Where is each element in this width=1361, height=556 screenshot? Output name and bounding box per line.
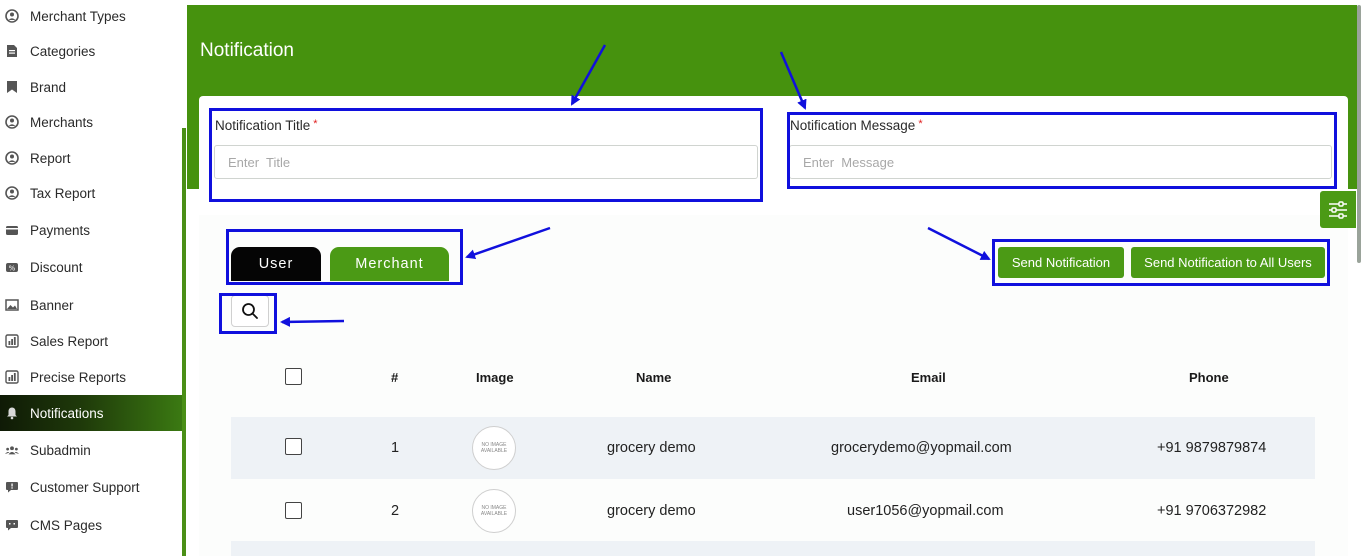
- sidebar-item-label: Brand: [30, 79, 67, 95]
- notification-message-label: Notification Message*: [790, 118, 923, 133]
- sidebar-item-banner[interactable]: Banner: [0, 287, 183, 323]
- sidebar-item-label: Merchant Types: [30, 8, 126, 24]
- chat-icon: [5, 480, 19, 494]
- sidebar-item-sales-report[interactable]: Sales Report: [0, 323, 183, 359]
- sidebar-item-notifications[interactable]: Notifications: [0, 395, 183, 431]
- sidebar-item-label: Tax Report: [30, 185, 96, 201]
- sidebar-item-label: Sales Report: [30, 333, 109, 349]
- row-phone: +91 9706372982: [1157, 503, 1267, 519]
- filter-settings-button[interactable]: [1320, 191, 1356, 228]
- row-email: user1056@yopmail.com: [847, 503, 1004, 519]
- send-notification-button[interactable]: Send Notification: [998, 247, 1124, 278]
- sidebar-item-label: Payments: [30, 222, 91, 238]
- page-scrollbar[interactable]: [1357, 5, 1361, 263]
- users-icon: [5, 443, 19, 457]
- sidebar-scrollbar[interactable]: [182, 128, 186, 556]
- sidebar-item-label: Subadmin: [30, 442, 91, 458]
- row-name: grocery demo: [607, 503, 696, 519]
- select-all-checkbox[interactable]: [285, 368, 302, 385]
- row-number: 1: [391, 440, 400, 456]
- annotation-box-search: [219, 293, 277, 334]
- tab-user[interactable]: User: [231, 247, 321, 281]
- sidebar-item-discount[interactable]: % Discount: [0, 249, 183, 285]
- row-number: 2: [391, 503, 400, 519]
- sidebar-item-merchant-types[interactable]: Merchant Types: [0, 0, 183, 34]
- column-header-name: Name: [636, 370, 672, 385]
- row-phone: +91 9879879874: [1157, 440, 1267, 456]
- required-mark: *: [313, 118, 318, 130]
- chart-icon: [5, 370, 19, 384]
- search-icon: [242, 303, 258, 319]
- column-header-email: Email: [911, 370, 946, 385]
- sidebar-item-label: Customer Support: [30, 479, 140, 495]
- sidebar-item-report[interactable]: Report: [0, 140, 183, 176]
- user-circle-icon: [5, 9, 19, 23]
- annotation-box-tabs: [226, 229, 463, 285]
- chat-icon: [5, 518, 19, 532]
- row-checkbox[interactable]: [285, 438, 302, 455]
- sidebar-item-label: Precise Reports: [30, 369, 127, 385]
- tab-merchant[interactable]: Merchant: [330, 247, 449, 281]
- sidebar-item-precise-reports[interactable]: Precise Reports: [0, 359, 183, 395]
- row-email: grocerydemo@yopmail.com: [831, 440, 1012, 456]
- bell-icon: [5, 406, 19, 420]
- sidebar-item-tax-report[interactable]: Tax Report: [0, 175, 183, 211]
- sidebar-item-label: Banner: [30, 297, 74, 313]
- card-icon: [5, 223, 19, 237]
- sidebar-item-payments[interactable]: Payments: [0, 212, 183, 248]
- column-header-image: Image: [476, 370, 514, 385]
- table-row: [231, 541, 1315, 556]
- row-checkbox[interactable]: [285, 502, 302, 519]
- annotation-box-title: [209, 108, 763, 202]
- user-circle-icon: [5, 186, 19, 200]
- image-icon: [5, 298, 19, 312]
- document-icon: [5, 44, 19, 58]
- discount-icon: %: [5, 260, 19, 274]
- column-header-phone: Phone: [1189, 370, 1229, 385]
- user-circle-icon: [5, 115, 19, 129]
- sliders-icon: [1329, 200, 1347, 219]
- sidebar-item-label: Merchants: [30, 114, 94, 130]
- sidebar-item-label: Discount: [30, 259, 83, 275]
- annotation-box-message: [787, 112, 1337, 189]
- user-circle-icon: [5, 151, 19, 165]
- svg-text:%: %: [9, 265, 16, 273]
- notification-message-input[interactable]: [789, 145, 1332, 179]
- chart-icon: [5, 334, 19, 348]
- bookmark-icon: [5, 80, 19, 94]
- no-image-placeholder: NO IMAGE AVAILABLE: [472, 426, 516, 470]
- send-notification-all-users-button[interactable]: Send Notification to All Users: [1131, 247, 1325, 278]
- notification-title-label: Notification Title*: [215, 118, 318, 133]
- row-name: grocery demo: [607, 440, 696, 456]
- sidebar-item-label: Notifications: [30, 405, 104, 421]
- sidebar-item-merchants[interactable]: Merchants: [0, 104, 183, 140]
- page-title: Notification: [200, 40, 294, 61]
- no-image-placeholder: NO IMAGE AVAILABLE: [472, 489, 516, 533]
- sidebar-item-brand[interactable]: Brand: [0, 69, 183, 105]
- column-header-number: #: [391, 370, 399, 385]
- required-mark: *: [918, 118, 923, 130]
- sidebar-item-cms-pages[interactable]: CMS Pages: [0, 507, 183, 543]
- notification-title-input[interactable]: [214, 145, 758, 179]
- sidebar-item-subadmin[interactable]: Subadmin: [0, 432, 183, 468]
- sidebar-item-categories[interactable]: Categories: [0, 33, 183, 69]
- annotation-box-actions: [992, 239, 1330, 286]
- sidebar-item-label: Report: [30, 150, 71, 166]
- sidebar-item-label: Categories: [30, 43, 96, 59]
- sidebar-item-label: CMS Pages: [30, 517, 103, 533]
- sidebar-item-customer-support[interactable]: Customer Support: [0, 469, 183, 505]
- sidebar: Merchant Types Categories Brand Merchant…: [0, 0, 183, 556]
- table-row: [231, 417, 1315, 479]
